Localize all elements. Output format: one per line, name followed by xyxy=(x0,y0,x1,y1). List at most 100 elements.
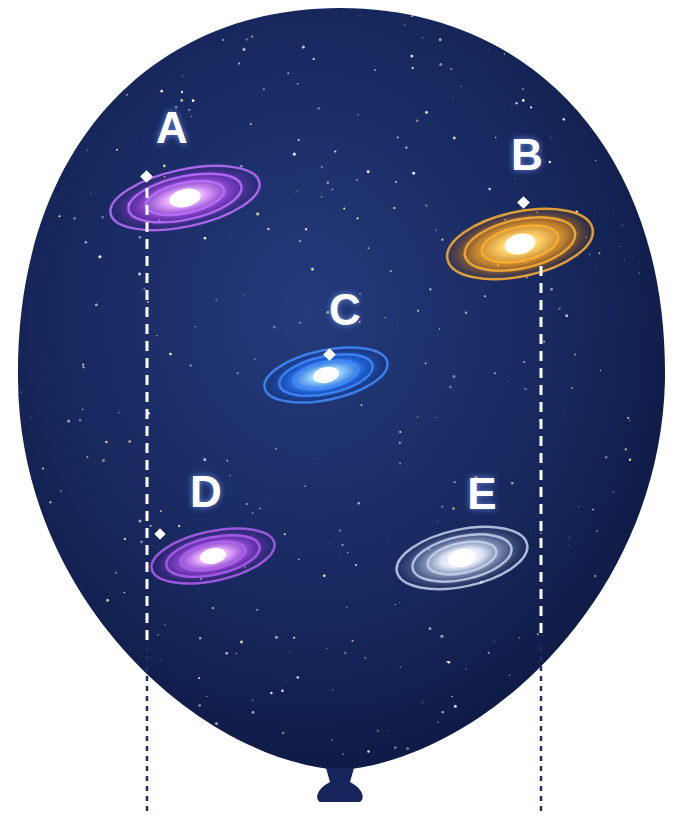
star xyxy=(317,107,320,110)
marker-diamond xyxy=(154,528,165,539)
star xyxy=(190,116,192,118)
star xyxy=(98,255,101,258)
star xyxy=(390,270,392,272)
star xyxy=(657,647,659,649)
star xyxy=(624,260,626,262)
star xyxy=(507,380,508,381)
star xyxy=(605,456,608,459)
star xyxy=(180,345,182,347)
star xyxy=(329,543,331,545)
star xyxy=(549,161,551,163)
star xyxy=(599,696,602,699)
star xyxy=(509,674,511,676)
star xyxy=(270,692,273,695)
star xyxy=(237,372,239,374)
star xyxy=(69,660,71,662)
star xyxy=(26,750,29,753)
star xyxy=(612,213,614,215)
star xyxy=(429,627,432,630)
star xyxy=(582,712,584,714)
star xyxy=(156,335,157,336)
star xyxy=(642,735,645,738)
star xyxy=(358,502,360,504)
star xyxy=(488,652,490,654)
star xyxy=(82,409,84,411)
star xyxy=(614,623,616,625)
star xyxy=(612,491,614,493)
star xyxy=(195,326,196,327)
star xyxy=(668,592,670,594)
star xyxy=(442,711,444,713)
star xyxy=(180,99,183,102)
star xyxy=(410,55,413,58)
star xyxy=(82,364,84,366)
star xyxy=(450,68,452,70)
star xyxy=(571,387,573,389)
star xyxy=(596,530,599,533)
star xyxy=(632,171,634,173)
star xyxy=(394,746,397,749)
star xyxy=(246,503,248,505)
point-label: D xyxy=(190,470,222,514)
star xyxy=(368,247,370,249)
star xyxy=(334,150,336,152)
star xyxy=(452,375,455,378)
star xyxy=(323,575,325,577)
star xyxy=(124,538,126,540)
star xyxy=(377,730,379,732)
star xyxy=(595,270,597,272)
star xyxy=(182,75,183,76)
star xyxy=(416,119,419,122)
star xyxy=(85,241,88,244)
star xyxy=(374,69,376,71)
star xyxy=(240,640,243,643)
star xyxy=(589,254,590,255)
star xyxy=(422,37,423,38)
star xyxy=(17,743,18,744)
star xyxy=(304,485,305,486)
marker-diamond xyxy=(140,170,153,183)
star xyxy=(294,192,295,193)
star xyxy=(593,106,596,109)
star xyxy=(215,722,218,725)
star xyxy=(351,640,353,642)
star xyxy=(42,468,44,470)
star xyxy=(563,410,565,412)
star xyxy=(361,404,363,406)
star xyxy=(387,730,389,732)
string-line xyxy=(540,646,543,812)
star xyxy=(569,86,571,88)
star xyxy=(657,494,659,496)
galaxy xyxy=(256,336,396,414)
star xyxy=(452,696,453,697)
star xyxy=(244,294,245,295)
star xyxy=(100,650,103,653)
star xyxy=(653,614,656,617)
star xyxy=(504,53,505,54)
star xyxy=(438,745,440,747)
star xyxy=(657,193,660,196)
star xyxy=(595,160,596,161)
star xyxy=(190,364,192,366)
star xyxy=(537,633,539,635)
star xyxy=(147,301,149,303)
star xyxy=(41,128,44,131)
star xyxy=(263,88,265,90)
star xyxy=(305,220,307,222)
star xyxy=(576,41,579,44)
star xyxy=(399,442,401,444)
star xyxy=(326,648,327,649)
star xyxy=(453,96,454,97)
star xyxy=(256,212,259,215)
star xyxy=(293,153,296,156)
star xyxy=(148,753,149,754)
star xyxy=(275,448,277,450)
point-label: E xyxy=(467,472,496,516)
string-line xyxy=(146,188,149,640)
star xyxy=(102,459,105,462)
star xyxy=(417,416,419,418)
star xyxy=(326,181,329,184)
star xyxy=(665,440,668,443)
star xyxy=(81,75,82,76)
star xyxy=(441,239,443,241)
